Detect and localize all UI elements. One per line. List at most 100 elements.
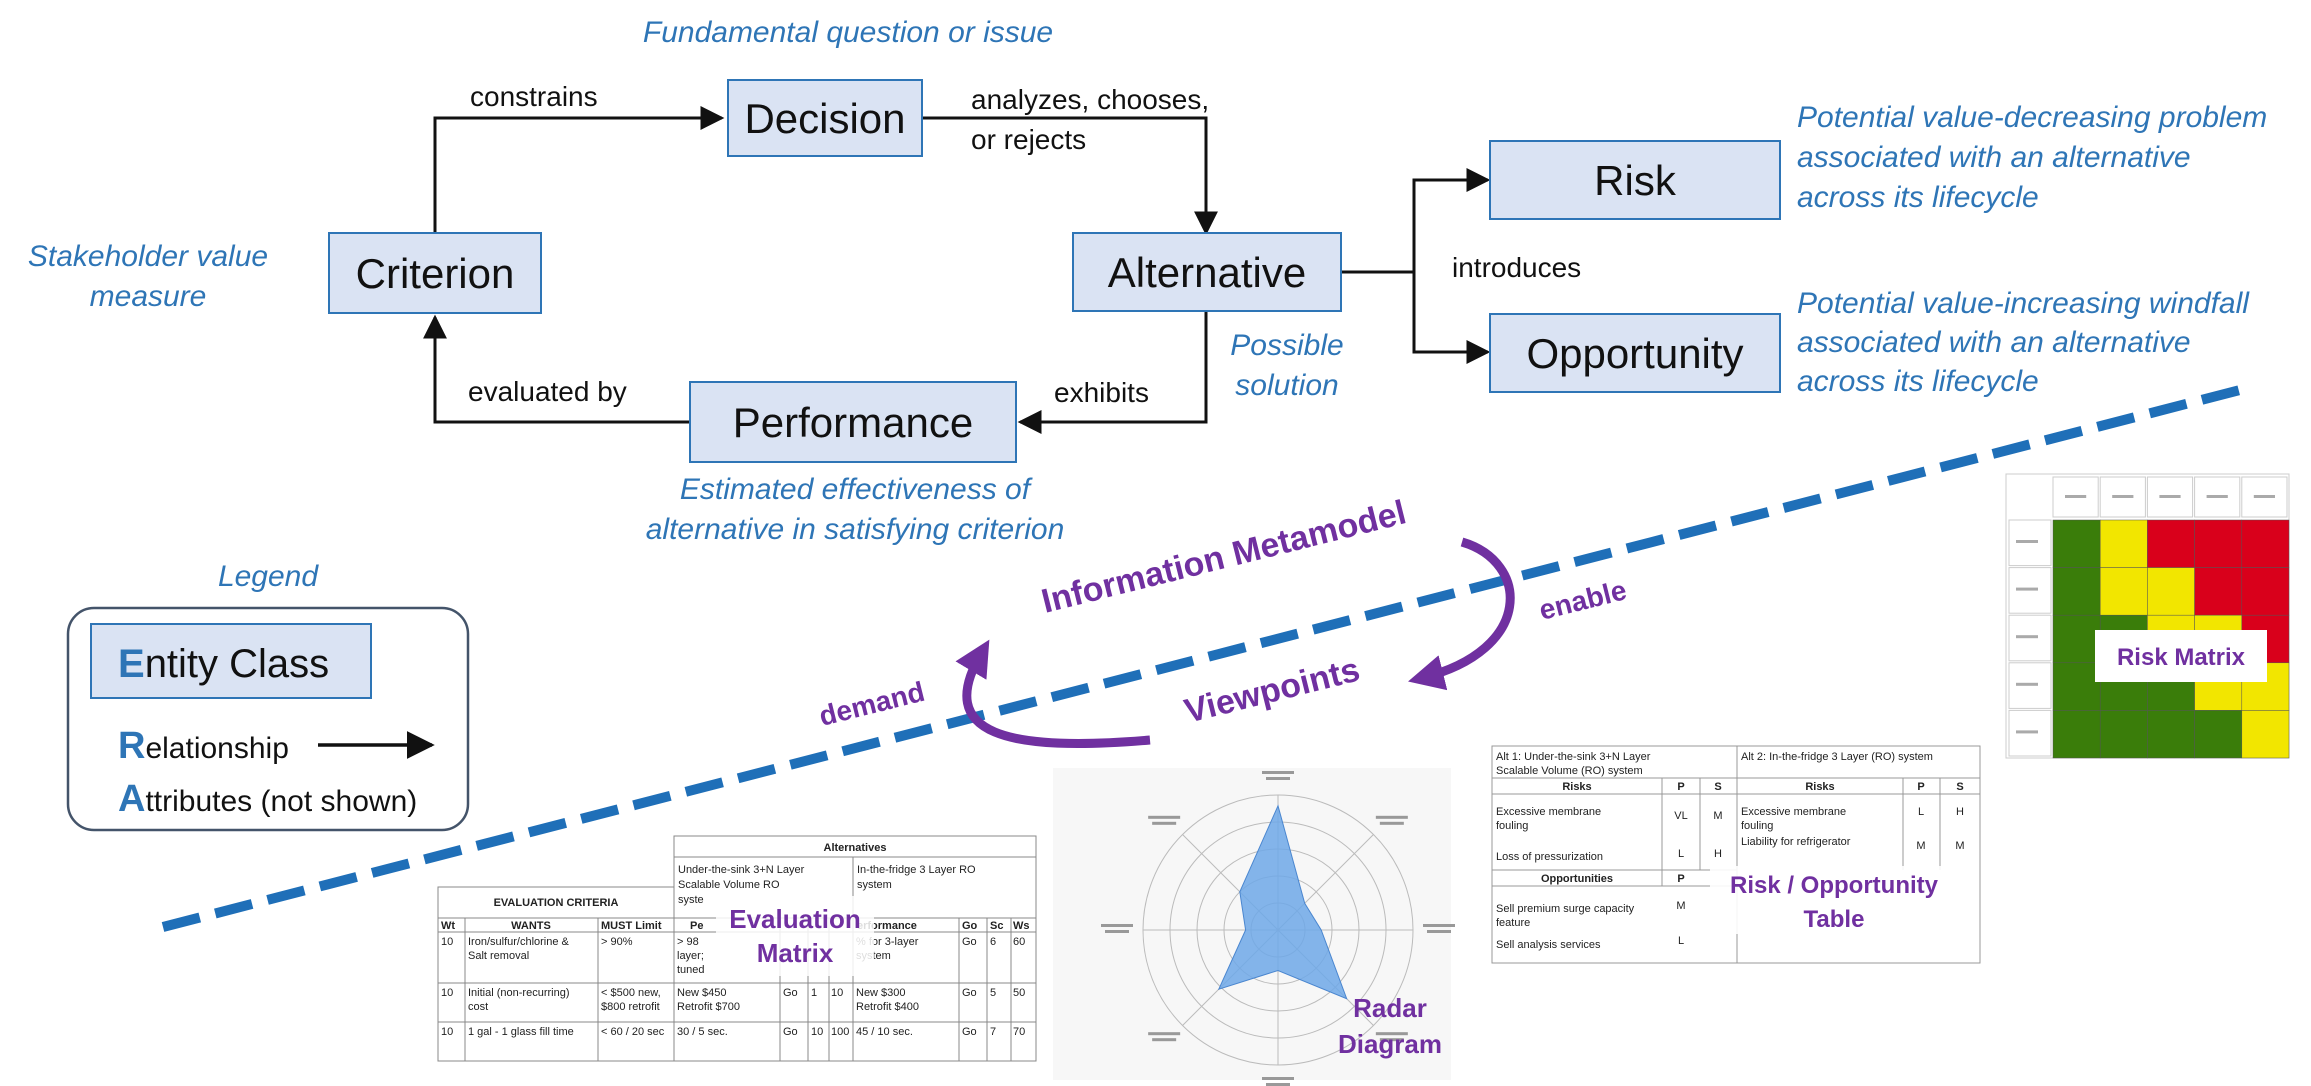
- note-estimated-line2: alternative in satisfying criterion: [646, 513, 1065, 546]
- note-stakeholder-line2: measure: [90, 280, 207, 313]
- ro-alt2-risk1-line1: Excessive membrane: [1741, 806, 1846, 818]
- evaluation-label-line2: Matrix: [757, 938, 834, 968]
- radar-axis-label-mark: [1101, 924, 1133, 927]
- eval-cell-perf2: Retrofit $400: [856, 1001, 919, 1013]
- ro-alt2-risk2-s: M: [1955, 840, 1964, 852]
- radar-axis-label-mark: [1262, 771, 1294, 774]
- ro-opp-p-header: P: [1677, 873, 1684, 885]
- rel-analyzes-line2: or rejects: [971, 124, 1086, 155]
- risk-matrix-cell: [2052, 710, 2101, 759]
- risk-matrix-cell: [2147, 519, 2195, 568]
- entity-criterion-label: Criterion: [356, 250, 515, 297]
- note-stakeholder-line1: Stakeholder value: [28, 240, 268, 273]
- rel-exhibits: exhibits: [1054, 377, 1149, 408]
- note-risk-line2: associated with an alternative: [1797, 141, 2191, 174]
- eval-cell-sc1: 1: [811, 987, 817, 999]
- entity-opportunity: Opportunity: [1489, 313, 1781, 393]
- risk-matrix-cell: [2099, 710, 2148, 759]
- eval-cell-sc2: 7: [990, 1026, 996, 1038]
- risk-matrix-cell: [2099, 567, 2148, 616]
- legend-attr-rest: ttributes (not shown): [145, 785, 417, 818]
- radar-shape: [1217, 804, 1348, 1000]
- ro-opp1-line1: Sell premium surge capacity: [1496, 903, 1635, 915]
- eval-cell-ws2: 50: [1013, 987, 1025, 999]
- risk-matrix: [2005, 473, 2290, 759]
- risk-matrix-cell: [2194, 567, 2243, 616]
- eval-cell-perf1: New $300: [856, 987, 906, 999]
- ro-risk2: Loss of pressurization: [1496, 851, 1603, 863]
- legend-entity-initial: E: [118, 642, 145, 686]
- radar-axis-label-mark: [1375, 1032, 1408, 1036]
- radar-axis-label-mark: [1148, 815, 1181, 819]
- dashed-separator: [161, 385, 2242, 932]
- cycle-demand: demand: [816, 676, 928, 732]
- note-opp-line2: associated with an alternative: [1797, 326, 2191, 359]
- radar-axis-label-mark: [1262, 1077, 1294, 1080]
- eval-cell-perf1: 45 / 10 sec.: [856, 1026, 913, 1038]
- radar-axis-label-mark: [1266, 777, 1290, 780]
- evaluation-label-line1: Evaluation: [729, 904, 860, 934]
- eval-alt1-line3: syste: [678, 894, 704, 906]
- ro-alt2-risk1-line2: fouling: [1741, 820, 1773, 832]
- radar-axis-label-mark: [1152, 1038, 1177, 1042]
- legend-entity-class: Entity Class: [118, 642, 329, 686]
- legend-rel-initial: R: [118, 725, 145, 767]
- entity-risk: Risk: [1489, 140, 1781, 220]
- risk-matrix-cell: [2147, 567, 2195, 616]
- entity-decision-label: Decision: [744, 95, 905, 142]
- ro-alt2-risk2-p: M: [1916, 840, 1925, 852]
- risk-matrix-header-mark: [2206, 495, 2228, 498]
- risk-matrix-cell: [2099, 519, 2148, 568]
- risk-matrix-row-mark: [2016, 635, 2038, 639]
- eval-cell-wants2: Salt removal: [468, 950, 529, 962]
- arrow-alternative-opportunity: [1412, 272, 1491, 364]
- eval-cell-wt: 10: [441, 987, 453, 999]
- risk-opp-label-line2: Table: [1804, 906, 1865, 933]
- eval-col-wt: Wt: [441, 920, 455, 932]
- ro-opportunities-header: Opportunities: [1541, 873, 1613, 885]
- radar-axis-label-mark: [1427, 930, 1451, 933]
- entity-opportunity-label: Opportunity: [1526, 330, 1743, 377]
- entity-decision: Decision: [727, 79, 923, 157]
- eval-alt1-line1: Under-the-sink 3+N Layer: [678, 864, 805, 876]
- risk-matrix-cell: [2052, 519, 2101, 568]
- entity-performance: Performance: [689, 381, 1017, 463]
- risk-matrix-cell: [2147, 710, 2195, 759]
- ro-risk1-line2: fouling: [1496, 820, 1528, 832]
- eval-cell-pe2: layer;: [677, 950, 704, 962]
- eval-cell-go2: Go: [962, 987, 977, 999]
- ro-opp2: Sell analysis services: [1496, 939, 1601, 951]
- radar-axis-label-mark: [1379, 821, 1404, 825]
- eval-cell-must2: $800 retrofit: [601, 1001, 660, 1013]
- eval-cell-go1: Go: [783, 987, 798, 999]
- cycle-enable: enable: [1536, 574, 1630, 626]
- eval-col-ws: Ws: [1013, 920, 1030, 932]
- ro-risk2-p: L: [1678, 848, 1684, 860]
- legend-rel-rest: elationship: [145, 732, 288, 765]
- eval-col-must: MUST Limit: [601, 920, 662, 932]
- eval-cell-sc2: 6: [990, 936, 996, 948]
- eval-cell-pe1: 30 / 5 sec.: [677, 1026, 728, 1038]
- eval-cell-must1: < $500 new,: [601, 987, 661, 999]
- risk-matrix-row-mark: [2016, 730, 2038, 734]
- ro-label-bg: [1710, 866, 1970, 934]
- arrow-criterion-decision: [433, 106, 725, 272]
- legend-box: Entity Class Relationship Attributes (no…: [66, 606, 470, 832]
- risk-matrix-header-mark: [2065, 495, 2087, 498]
- arrow-decision-alternative: [922, 116, 1218, 236]
- ro-alt2-risk2: Liability for refrigerator: [1741, 836, 1851, 848]
- top-note: Fundamental question or issue: [643, 16, 1053, 49]
- risk-matrix-cell: [2241, 710, 2290, 759]
- ro-alt1-line1: Alt 1: Under-the-sink 3+N Layer: [1496, 751, 1651, 763]
- radar-axis-label-mark: [1266, 1083, 1290, 1086]
- eval-cell-go2: Go: [962, 936, 977, 948]
- note-possible-line1: Possible: [1230, 329, 1343, 362]
- risk-matrix-cell: [2241, 519, 2290, 568]
- ro-alt2: Alt 2: In-the-fridge 3 Layer (RO) system: [1741, 751, 1933, 763]
- ro-risk1-line1: Excessive membrane: [1496, 806, 1601, 818]
- ro-alt2-risk1-s: H: [1956, 806, 1964, 818]
- entity-risk-label: Risk: [1594, 157, 1677, 204]
- ro-alt1-line2: Scalable Volume (RO) system: [1496, 765, 1643, 777]
- arrow-alternative-risk: [1412, 168, 1491, 272]
